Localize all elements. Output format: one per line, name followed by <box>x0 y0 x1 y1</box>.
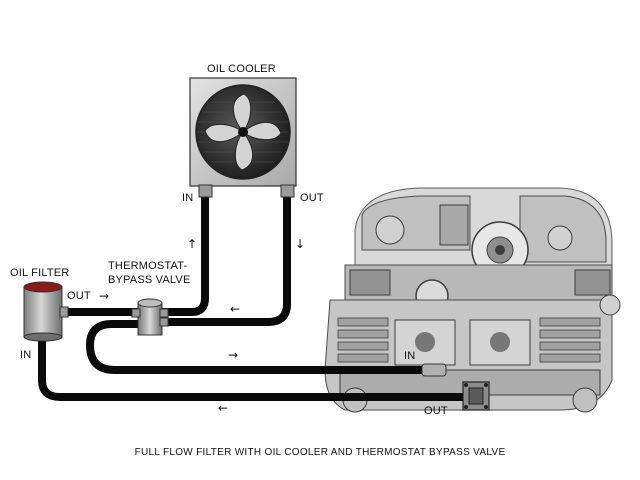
thermostat-label-line2: BYPASS VALVE <box>108 274 191 286</box>
cooler-fan-icon <box>198 93 288 171</box>
oil-filter <box>23 281 69 342</box>
oil-cooler <box>189 77 297 198</box>
engine-inlet-fitting <box>421 363 447 377</box>
oil-hoses <box>38 192 472 401</box>
arrow-left-icon: ← <box>218 401 229 415</box>
engine-in-label: IN <box>404 350 416 362</box>
filter-in-label: IN <box>20 349 32 361</box>
arrow-down-icon: ↓ <box>295 237 306 251</box>
hose-cooler-return <box>156 192 291 326</box>
cooler-in-label: IN <box>182 192 194 204</box>
cooler-out-label: OUT <box>300 192 324 204</box>
filter-out-label: OUT <box>67 290 91 302</box>
oil-filter-label: OIL FILTER <box>10 267 70 279</box>
thermostat-bypass-valve <box>131 298 169 336</box>
hose-engine-to-filter <box>38 331 472 401</box>
arrow-right-icon: → <box>228 348 239 362</box>
engine-illustration <box>324 187 621 413</box>
hose-valve-to-engine <box>86 320 429 374</box>
engine-outlet-fitting <box>462 381 490 411</box>
oil-cooler-label: OIL COOLER <box>207 63 276 75</box>
arrow-right-icon: → <box>99 289 110 303</box>
thermostat-label-line1: THERMOSTAT- <box>108 260 188 272</box>
cooler-out-fitting <box>280 184 295 198</box>
arrow-up-icon: ↑ <box>187 237 198 251</box>
arrow-left-icon: ← <box>230 302 241 316</box>
engine-out-label: OUT <box>424 405 448 417</box>
hose-valve-to-cooler <box>156 192 209 316</box>
cooler-in-fitting <box>198 184 213 198</box>
diagram-caption: FULL FLOW FILTER WITH OIL COOLER AND THE… <box>134 447 506 458</box>
